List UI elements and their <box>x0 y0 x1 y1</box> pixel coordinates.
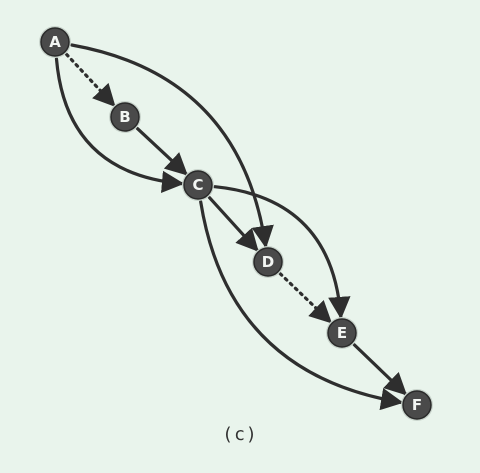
figure-caption: (c) <box>222 424 258 445</box>
node-label: A <box>49 33 61 51</box>
edge-c-to-d <box>207 195 259 252</box>
edge-e-to-f <box>352 343 408 396</box>
node-circle <box>183 170 213 200</box>
node-label: C <box>192 176 203 194</box>
node-c: C <box>182 169 214 201</box>
node-label: B <box>119 108 130 126</box>
node-circle <box>253 247 283 277</box>
edge-b-to-c <box>135 126 188 176</box>
node-d: D <box>252 246 284 278</box>
node-f: F <box>401 389 433 421</box>
edge-a-to-c <box>54 57 185 194</box>
edge-c-to-f <box>199 200 404 411</box>
edges-layer <box>54 43 408 411</box>
node-circle <box>402 390 432 420</box>
node-circle <box>327 318 357 348</box>
node-a: A <box>39 26 71 58</box>
edge-a-to-b <box>64 52 116 107</box>
node-label: D <box>262 253 274 271</box>
nodes-layer: A B C D E F <box>39 26 433 421</box>
node-b: B <box>109 101 141 133</box>
edge-d-to-e <box>278 272 333 324</box>
node-circle <box>110 102 140 132</box>
node-e: E <box>326 317 358 349</box>
edge-a-to-d <box>70 43 274 249</box>
node-circle <box>40 27 70 57</box>
node-label: E <box>337 324 347 342</box>
edge-c-to-e <box>213 185 351 320</box>
node-label: F <box>412 396 422 414</box>
